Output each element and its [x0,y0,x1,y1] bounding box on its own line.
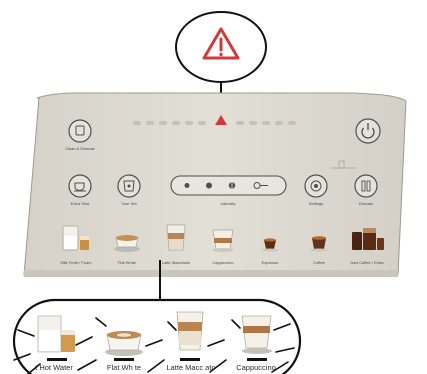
iced-coffee-glass-icon [352,228,384,250]
drink-milk-froth-button[interactable]: Milk Froth / Foam [60,225,92,265]
flat-white-cup-icon [114,235,140,252]
settings-button[interactable]: Settings [304,174,328,206]
descale-icon [361,180,371,192]
extra-shot-label: Extra Shot [71,201,91,206]
intensity-selector[interactable]: Intensity [170,175,287,206]
zoom-label-latte-macchiato: Latte Macc ato [166,363,215,372]
warning-triangle-icon [202,27,240,60]
drink-label: Coffee [313,260,325,265]
intensity-label: Intensity [221,201,236,206]
settings-label: Settings [309,201,323,206]
intensity-level-3-icon[interactable] [228,182,236,189]
bean-indicator-icon [330,160,356,169]
zoom-label-hot-water: t Hot Water [35,363,73,372]
intensity-level-1-icon[interactable] [184,183,190,188]
zoom-flat-white-icon [105,331,143,356]
drink-latte-macchiato-button[interactable]: Latte Macchiato [162,224,191,265]
drink-flat-white-button[interactable]: Flat White [114,235,140,265]
settings-icon [310,180,322,192]
coffee-cup-icon [310,236,328,252]
zoom-cappuccino-icon [241,315,272,354]
descale-label: Descale [359,201,374,206]
highlight-rays [13,317,295,374]
drink-espresso-button[interactable]: Espresso [262,238,279,265]
your-set-button[interactable]: Your Set [117,174,141,206]
intensity-level-2-icon[interactable] [206,182,212,189]
espresso-cup-icon [262,238,278,252]
your-set-icon [123,180,135,192]
status-indicators [133,115,296,125]
latte-macchiato-glass-icon [166,224,186,251]
drink-label: Iced Coffee / Extra [350,260,384,265]
ground-coffee-icon[interactable] [253,182,268,189]
zoom-label-flat-white: Flat Wh te [107,363,141,372]
your-set-label: Your Set [121,201,137,206]
cappuccino-glass-icon [212,229,234,252]
drink-coffee-button[interactable]: Coffee [310,236,328,265]
clean-descale-button[interactable]: Clean & Descale [65,119,96,151]
hot-water-glass-icon [62,225,89,251]
clean-descale-label: Clean & Descale [65,146,96,151]
drink-iced-coffee-button[interactable]: Iced Coffee / Extra [350,228,384,265]
drink-cappuccino-button[interactable]: Cappuccino [212,229,234,265]
drink-label: Milk Froth / Foam [60,260,92,265]
descale-button[interactable]: Descale [354,174,378,206]
extra-shot-icon [74,182,86,192]
warning-indicator-icon [215,115,227,125]
selection-bars [47,358,267,361]
drinks-zoom-callout: t Hot Water Flat Wh te Latte Macc ato Ca… [12,298,302,374]
drink-label: Espresso [262,260,279,265]
power-icon [361,123,375,139]
zoom-label-cappuccino: Cappuccino [236,363,276,372]
drink-label: Cappuccino [212,260,234,265]
drink-label: Latte Macchiato [162,260,191,265]
zoom-latte-macchiato-icon [176,311,204,351]
warning-zoom-circle [175,11,267,116]
zoom-hot-water-icon [37,315,75,353]
extra-shot-button[interactable]: Extra Shot [68,174,92,206]
power-button[interactable] [355,118,381,144]
drink-label: Flat White [118,260,137,265]
